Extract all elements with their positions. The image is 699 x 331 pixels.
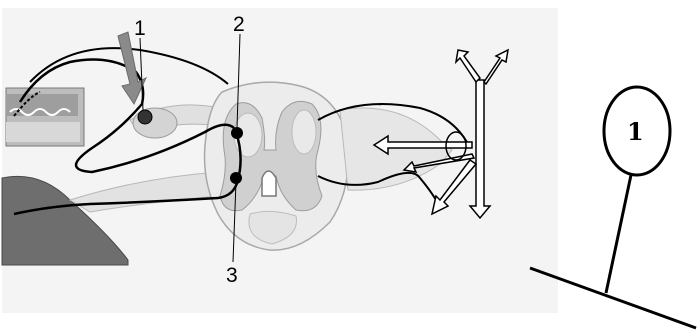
central-canal bbox=[262, 171, 276, 196]
synapse-upper bbox=[231, 127, 243, 139]
dorsal-horn-region-right bbox=[292, 110, 316, 154]
ganglion-cell-body bbox=[138, 110, 152, 124]
callout-leader bbox=[606, 175, 631, 293]
label-2: 2 bbox=[233, 13, 245, 36]
label-3: 3 bbox=[226, 264, 238, 287]
label-1: 1 bbox=[134, 17, 146, 40]
callout-circle-label: 1 bbox=[627, 117, 644, 146]
skin-receptor-patch bbox=[6, 88, 84, 146]
